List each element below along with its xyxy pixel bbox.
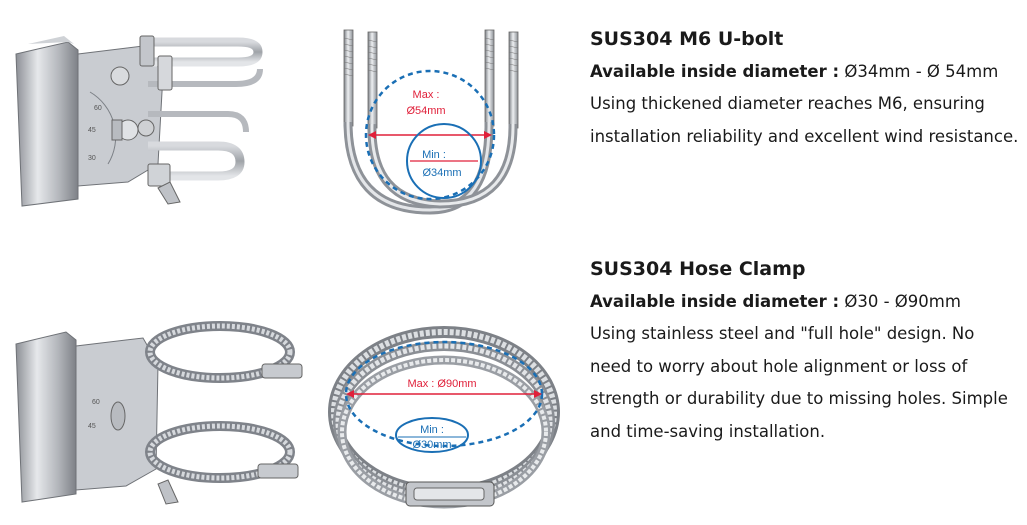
scale-tick-60: 60	[92, 399, 100, 406]
scale-tick-30: 30	[88, 155, 96, 162]
product-hose-clamp-section: 60 45 Max : Ø90mm Min : Ø30mm	[0, 258, 1027, 525]
product-uboolt-section: 60 45 30	[0, 0, 1027, 262]
min-value: Ø30mm	[412, 439, 451, 451]
product-title: SUS304 M6 U-bolt	[590, 28, 784, 50]
uboolt-bracket-image: 60 45 30	[15, 35, 263, 207]
spec-label: Available inside diameter :	[590, 292, 840, 311]
max-label: Max :	[413, 89, 440, 101]
scale-tick-60: 60	[94, 105, 102, 112]
spec-label: Available inside diameter :	[590, 62, 840, 81]
max-text: Max : Ø90mm	[407, 378, 476, 390]
product-description: Using thickened diameter reaches M6, ens…	[590, 94, 1019, 146]
diameter-spec: Available inside diameter : Ø34mm - Ø 54…	[590, 56, 1020, 88]
scale-tick-45: 45	[88, 127, 96, 134]
scale-tick-45: 45	[88, 423, 96, 430]
product-title: SUS304 Hose Clamp	[590, 258, 806, 280]
hose-clamp-description-block: SUS304 Hose Clamp Available inside diame…	[590, 254, 1020, 448]
uboolt-diameter-diagram: Max : Ø54mm Min : Ø34mm	[343, 29, 519, 215]
min-label: Min :	[422, 149, 446, 161]
min-label: Min :	[420, 424, 444, 436]
max-value: Ø54mm	[406, 105, 445, 117]
uboolt-description-block: SUS304 M6 U-bolt Available inside diamet…	[590, 24, 1020, 153]
hose-clamp-diameter-diagram: Max : Ø90mm Min : Ø30mm	[328, 326, 560, 509]
hose-clamp-bracket-image: 60 45	[15, 321, 303, 505]
min-value: Ø34mm	[422, 167, 461, 179]
product-description: Using stainless steel and "full hole" de…	[590, 324, 1008, 441]
spec-value: Ø34mm - Ø 54mm	[844, 62, 999, 81]
diameter-spec: Available inside diameter : Ø30 - Ø90mm	[590, 286, 1020, 318]
spec-value: Ø30 - Ø90mm	[844, 292, 961, 311]
